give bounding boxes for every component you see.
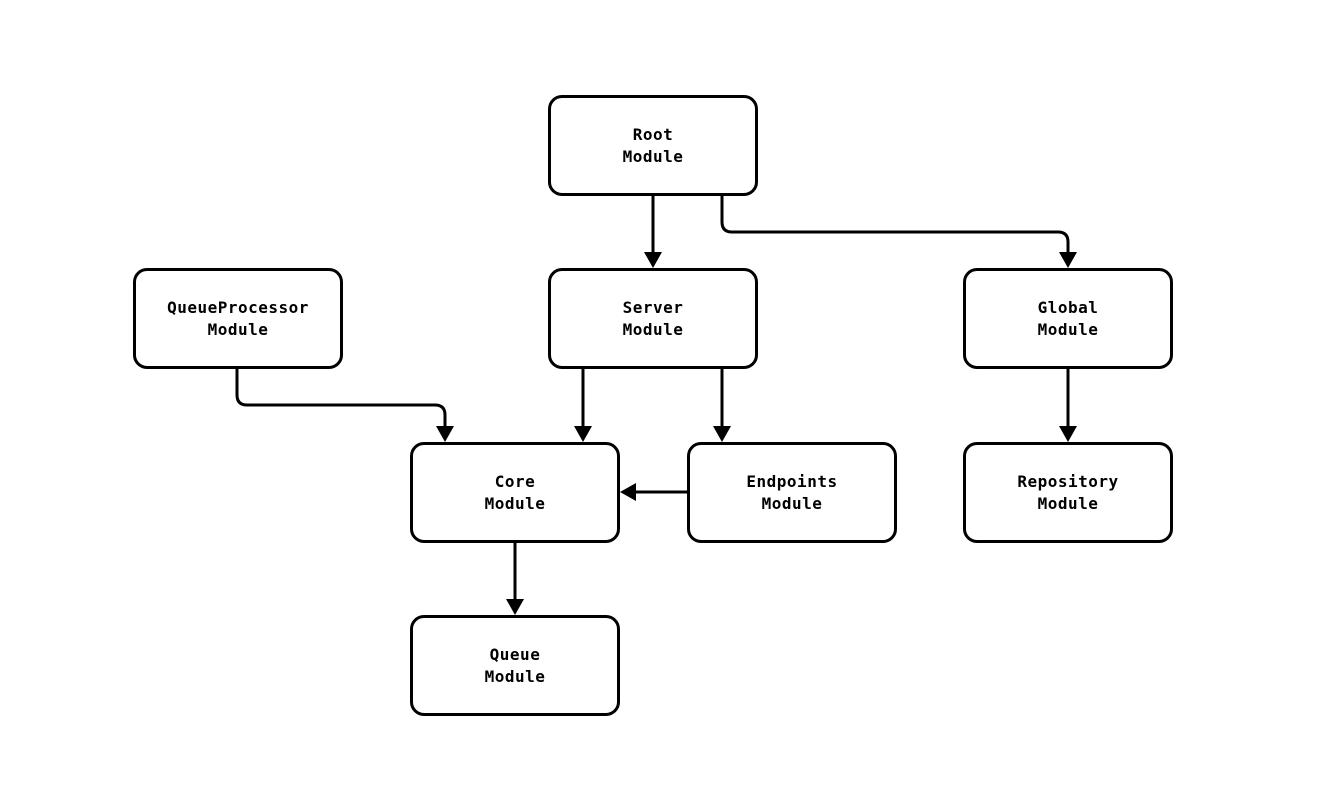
arrowhead-root-to-server [644,252,662,268]
node-global-label-line2: Module [1037,319,1099,339]
arrowhead-global-to-repository [1059,426,1077,442]
node-global-label-line1: Global [1037,297,1099,317]
arrowhead-server-to-core [574,426,592,442]
node-root-label-line1: Root [632,124,674,144]
node-core-label-line2: Module [484,493,546,513]
node-endpoints-label-line1: Endpoints [746,471,838,491]
node-queueprocessor-label-line1: QueueProcessor [167,297,309,317]
node-core-label-line1: Core [494,471,536,491]
edge-root-to-global [720,196,1070,252]
arrowhead-server-to-endpoints [713,426,731,442]
node-server-label-line2: Module [622,319,684,339]
arrowhead-core-to-queue [506,599,524,615]
edge-queueprocessor-to-core [235,369,447,426]
arrowhead-queueprocessor-to-core [436,426,454,442]
node-queue-label-line1: Queue [489,644,541,664]
node-repository-label-line2: Module [1037,493,1099,513]
node-server-label-line1: Server [622,297,684,317]
arrowhead-endpoints-to-core [620,483,636,501]
node-repository-label-line1: Repository [1017,471,1119,491]
node-root-label-line2: Module [622,146,684,166]
node-queueprocessor-label-line2: Module [207,319,269,339]
arrowhead-root-to-global [1059,252,1077,268]
edge-paths [235,196,1077,615]
node-endpoints-label-line2: Module [761,493,823,513]
node-queue-label-line2: Module [484,666,546,686]
